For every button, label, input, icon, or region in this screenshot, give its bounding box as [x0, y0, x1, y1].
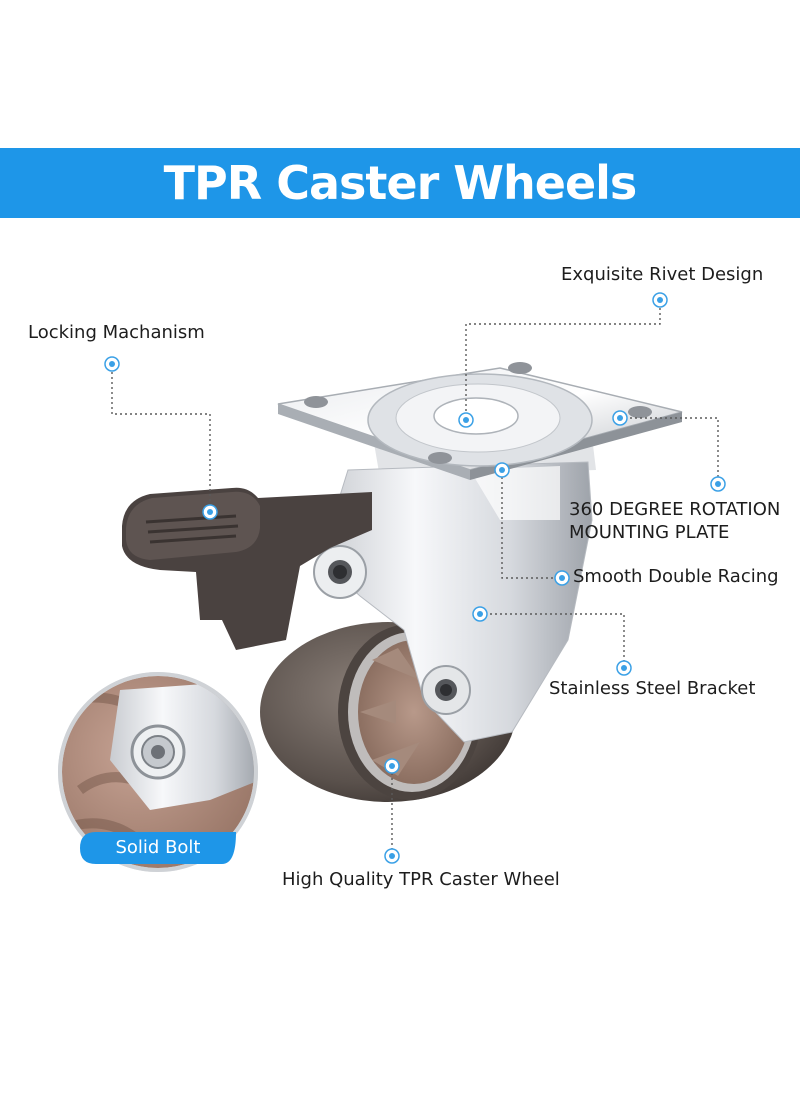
- title-banner: [0, 148, 800, 218]
- callout-double-racing: Smooth Double Racing: [573, 566, 779, 587]
- marker-locking-end: [202, 504, 218, 520]
- marker-wheel-end: [384, 848, 400, 864]
- callout-rivet-design: Exquisite Rivet Design: [561, 264, 764, 285]
- callout-tpr-wheel: High Quality TPR Caster Wheel: [282, 869, 560, 890]
- solid-bolt-label: Solid Bolt: [115, 837, 201, 858]
- callout-markers: [104, 292, 726, 864]
- marker-rivet-top: [652, 292, 668, 308]
- marker-racing-end: [554, 570, 570, 586]
- callout-leaders: [111, 308, 719, 852]
- marker-bracket-end: [616, 660, 632, 676]
- mounting-plate: [277, 362, 683, 480]
- marker-bracket-start: [472, 606, 488, 622]
- callout-steel-bracket: Stainless Steel Bracket: [549, 678, 756, 699]
- solid-bolt-inset: [58, 672, 258, 872]
- brake-pedal: [122, 487, 372, 650]
- marker-rivet-end: [458, 412, 474, 428]
- marker-racing-start: [494, 462, 510, 478]
- banner-title: TPR Caster Wheels: [163, 156, 638, 210]
- marker-wheel-start: [384, 758, 400, 774]
- callout-locking-mechanism: Locking Machanism: [28, 322, 205, 343]
- steel-bracket: [313, 461, 593, 743]
- callout-rotation-line1: 360 DEGREE ROTATION: [569, 499, 781, 520]
- marker-plate-start: [612, 410, 628, 426]
- marker-plate-end: [710, 476, 726, 492]
- marker-locking-top: [104, 356, 120, 372]
- callout-rotation-line2: MOUNTING PLATE: [569, 522, 730, 543]
